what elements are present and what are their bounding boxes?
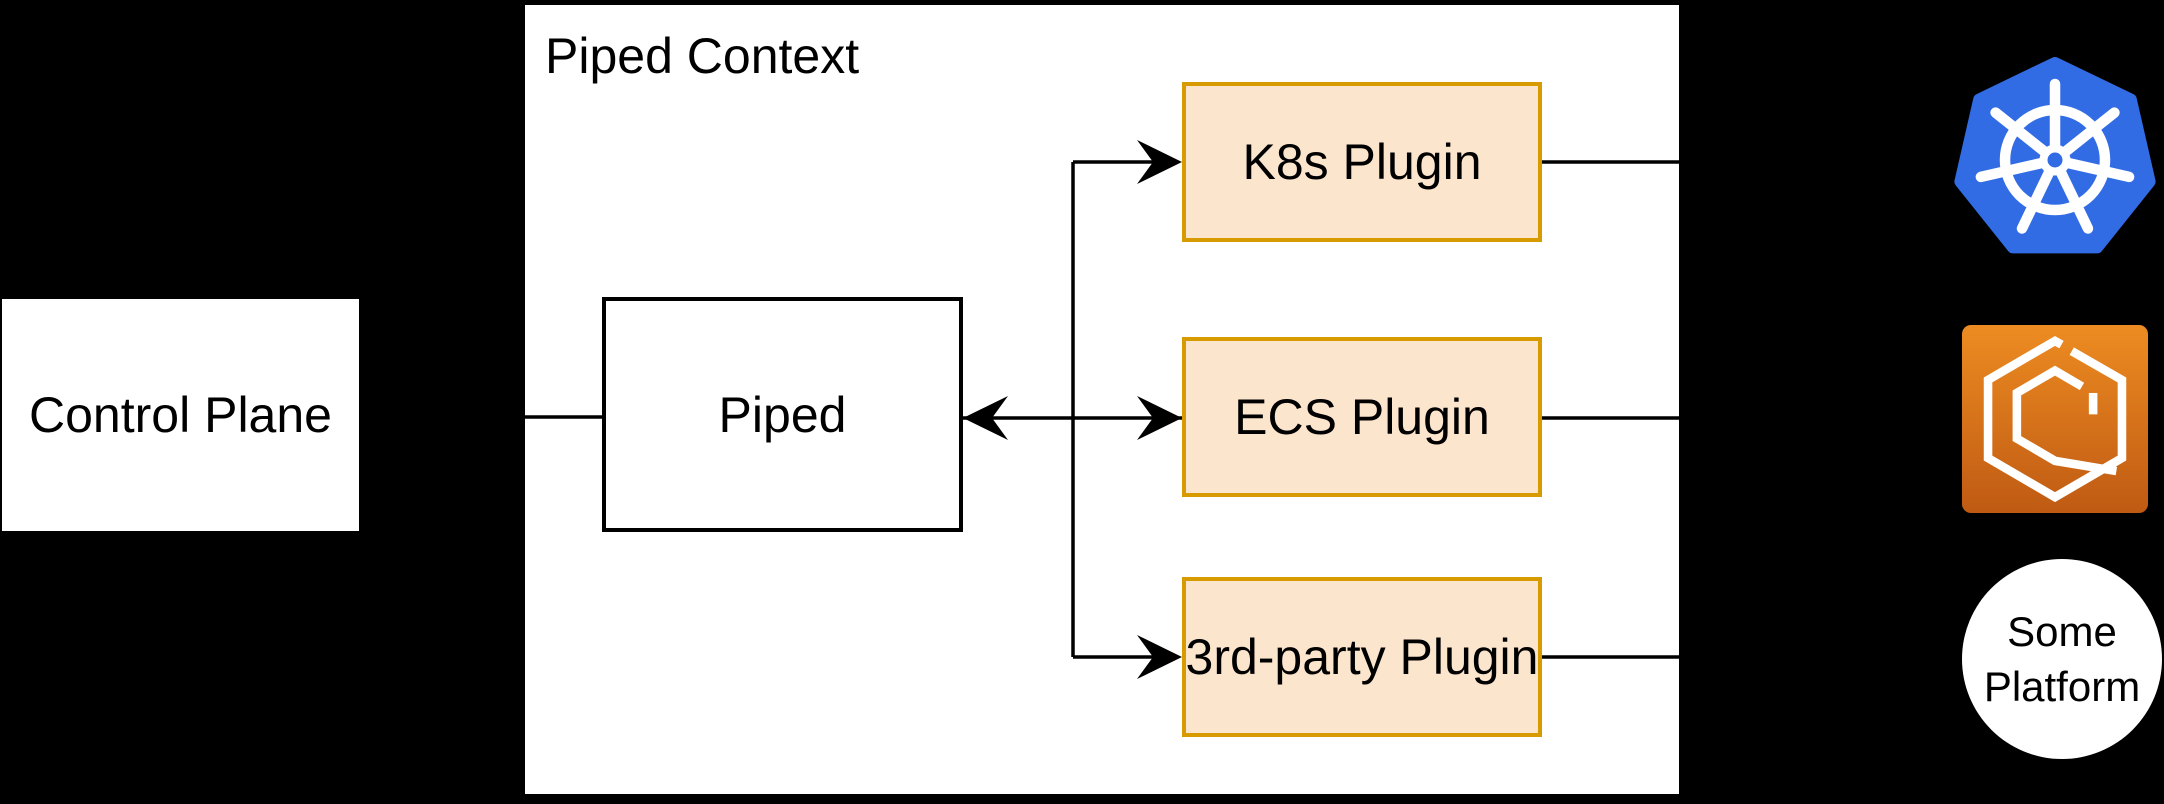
ecs-hexagon-glyph	[1983, 335, 2127, 503]
kubernetes-wheel	[1975, 78, 2135, 234]
plugin-node-3rd-party: 3rd-party Plugin	[1182, 577, 1542, 737]
some-platform-label-line1: Some	[2007, 607, 2117, 655]
control-plane-label: Control Plane	[29, 387, 332, 443]
some-platform-node: Some Platform	[1962, 559, 2162, 759]
control-plane-node: Control Plane	[2, 299, 359, 531]
kubernetes-heptagon	[1954, 57, 2156, 254]
plugin-node-ecs: ECS Plugin	[1182, 337, 1542, 497]
k8s-plugin-label: K8s Plugin	[1242, 134, 1482, 190]
piped-context-title: Piped Context	[545, 28, 860, 84]
kubernetes-icon	[1954, 57, 2156, 254]
kubernetes-hub	[2039, 144, 2071, 176]
3rd-party-plugin-label: 3rd-party Plugin	[1185, 629, 1539, 685]
piped-node: Piped	[602, 297, 963, 532]
plugin-node-k8s: K8s Plugin	[1182, 82, 1542, 242]
ecs-plugin-label: ECS Plugin	[1234, 389, 1490, 445]
amazon-ecs-icon	[1962, 325, 2148, 513]
some-platform-label-line2: Platform	[1983, 663, 2141, 710]
piped-label: Piped	[718, 386, 847, 443]
